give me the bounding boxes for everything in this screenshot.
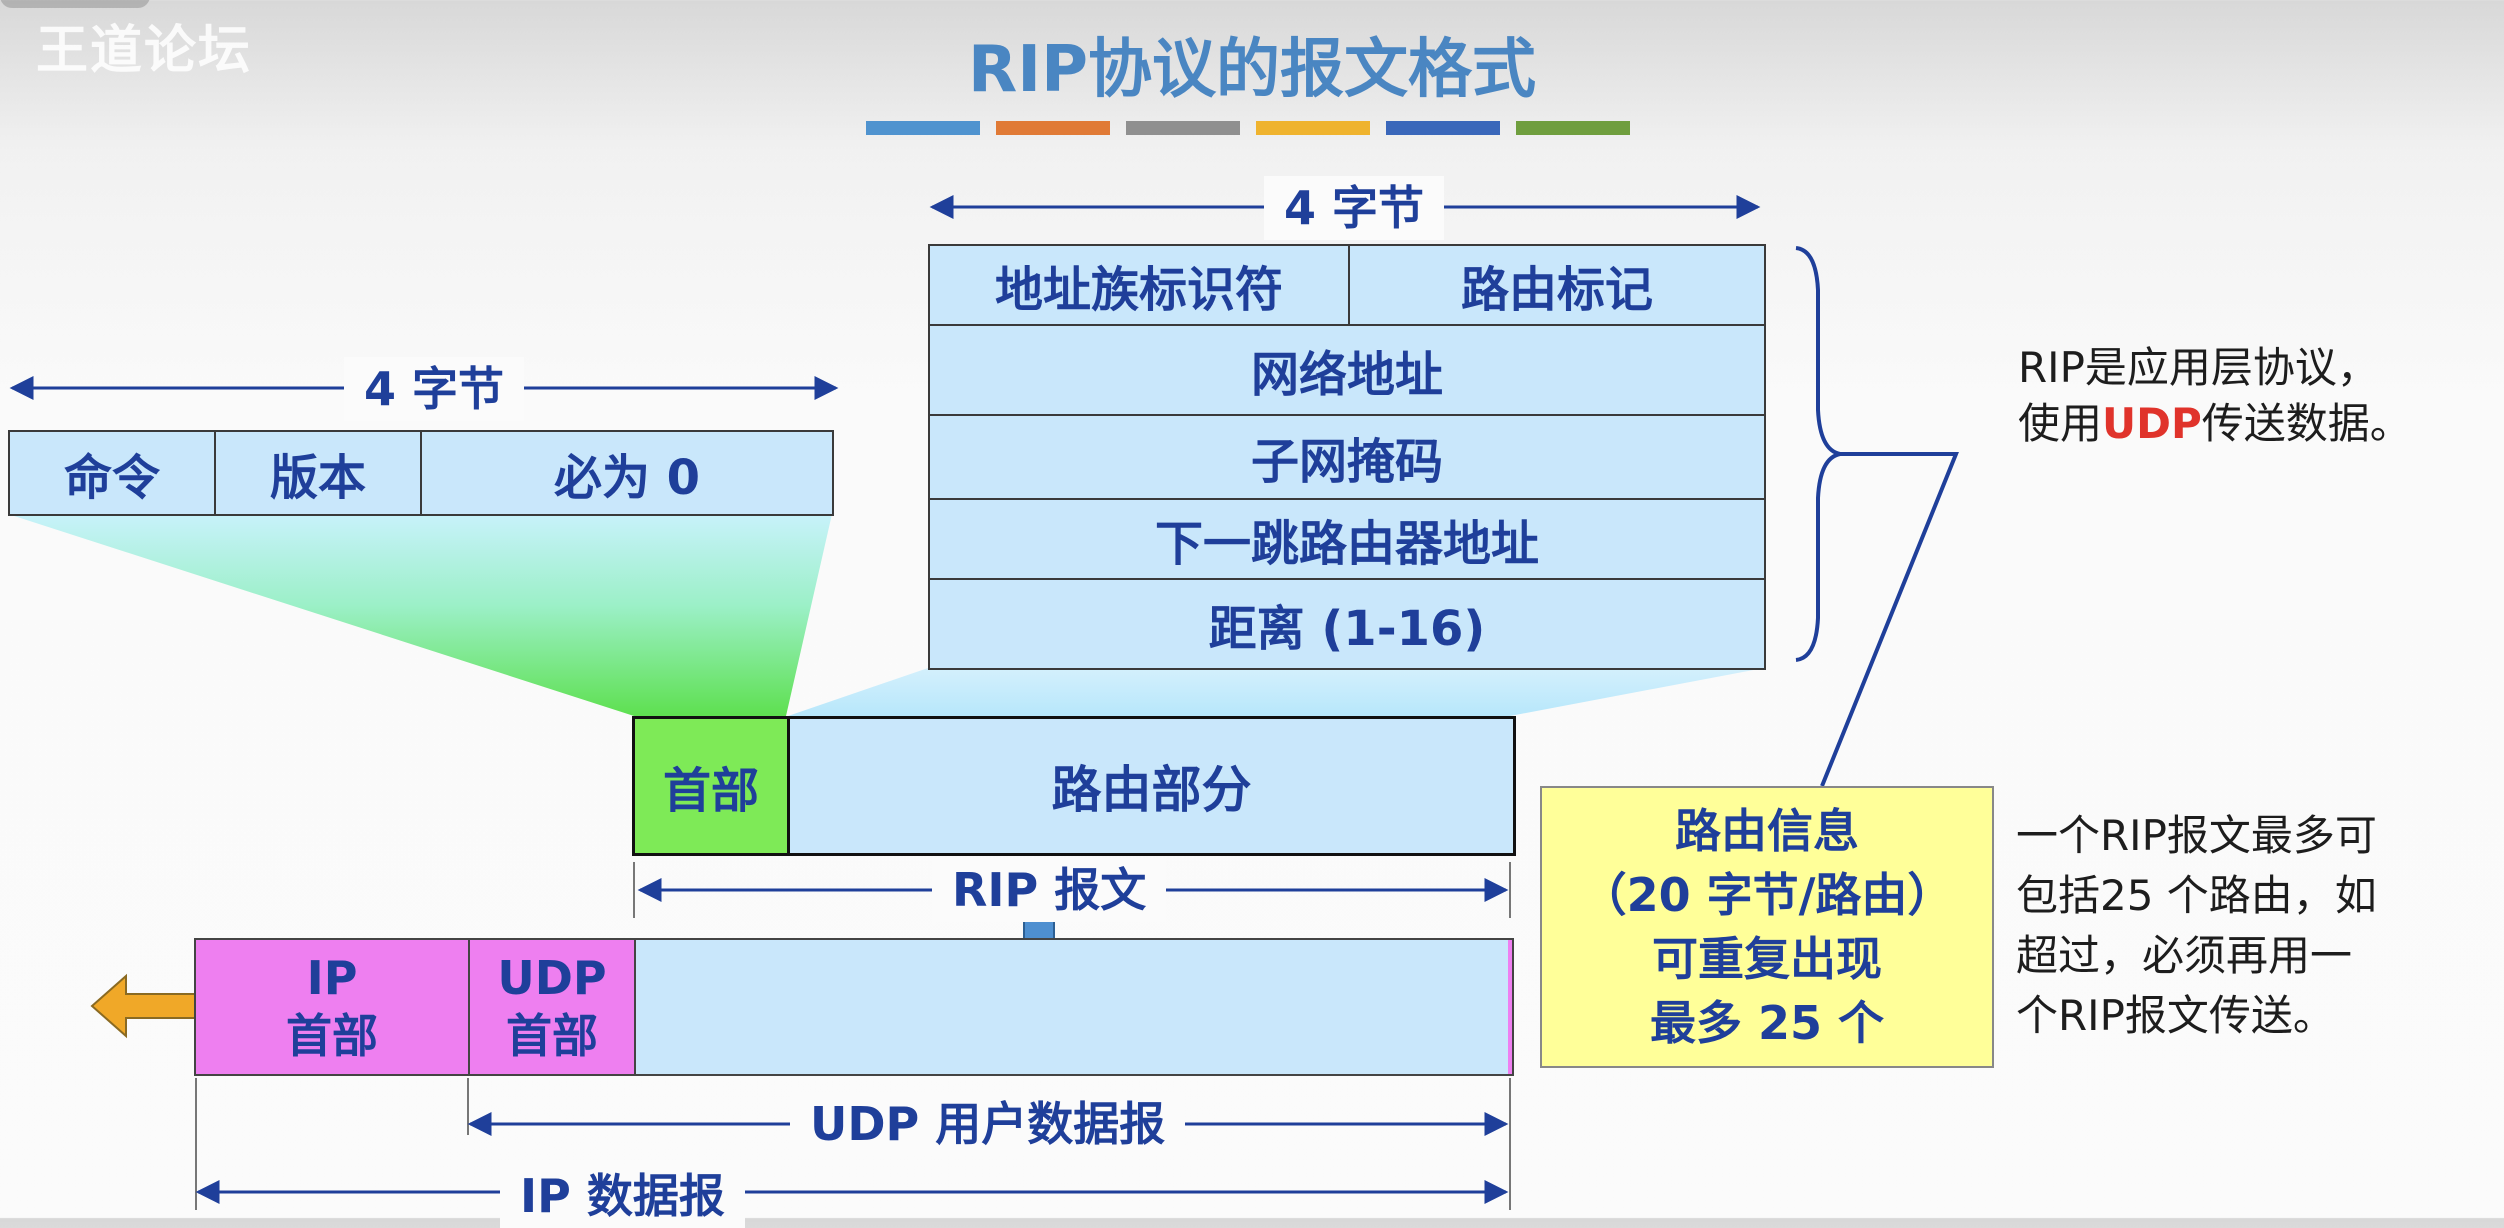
rip-header-fields: 命令 版本 必为 0 [8,430,834,516]
title-stripe-1 [866,121,980,135]
field-must-be-zero: 必为 0 [420,430,834,516]
header-width-label: 4 字节 [344,357,525,421]
udp-datagram-label: UDP 用户数据报 [790,1092,1186,1156]
watermark-pill [0,0,150,8]
field-command: 命令 [8,430,216,516]
ip-datagram-label: IP 数据报 [500,1164,745,1228]
field-address-family: 地址族标识符 [928,244,1350,326]
note-max-line1: 一个RIP报文最多可 [2016,811,2377,860]
udp-header-line1: UDP [497,951,607,1005]
field-route-tag: 路由标记 [1348,244,1766,326]
title-stripe-4 [1256,121,1370,135]
note-line2-suffix: 传送数据。 [2201,399,2412,448]
note-application-layer: RIP是应用层协议， 使用UDP传送数据。 [2018,340,2412,452]
route-info-line2: （20 字节/路由） [1580,868,1954,922]
title-stripe-2 [996,121,1110,135]
udp-payload-cell [636,940,1512,1074]
rip-header-cell: 首部 [635,719,790,853]
route-info-line1: 路由信息 [1675,804,1859,858]
rip-message-label: RIP 报文 [932,858,1167,922]
field-distance: 距离 (1-16) [928,578,1766,670]
ip-header-cell: IP 首部 [196,940,470,1074]
route-info-box: 路由信息 （20 字节/路由） 可重复出现 最多 25 个 [1540,786,1994,1068]
note-max-line2: 包括25 个路由，如 [2016,871,2377,920]
note-line2-prefix: 使用 [2018,399,2103,448]
note-line1: RIP是应用层协议， [2018,343,2379,392]
note-max-routes: 一个RIP报文最多可 包括25 个路由，如 超过，必须再用一 个RIP报文传送。 [2016,806,2377,1046]
field-subnet-mask: 子网掩码 [928,414,1766,500]
note-max-line3: 超过，必须再用一 [2016,931,2353,980]
header-funnel [8,514,832,716]
title-stripe-6 [1516,121,1630,135]
routing-funnel [788,668,1764,716]
route-entry-fields: 地址族标识符 路由标记 网络地址 子网掩码 下一跳路由器地址 距离 (1-16) [928,244,1766,670]
note-line2: 使用UDP传送数据。 [2018,396,2412,452]
watermark: 王道论坛 [36,21,253,81]
field-network-address: 网络地址 [928,324,1766,416]
route-brace [1795,246,1841,662]
route-info-line3: 可重复出现 [1652,932,1882,986]
field-next-hop: 下一跳路由器地址 [928,498,1766,580]
note-max-line4: 个RIP报文传送。 [2016,991,2335,1040]
page-title: RIP协议的报文格式 [968,33,1536,107]
note-udp-highlight: UDP [2102,399,2202,448]
ip-header-line1: IP [306,951,358,1005]
udp-header-line2: 首部 [506,1009,598,1063]
title-stripe-3 [1126,121,1240,135]
route-info-line4: 最多 25 个 [1649,996,1885,1050]
brace-connector [1820,452,1959,787]
ip-datagram-row: IP 首部 UDP 首部 [194,938,1514,1076]
field-version: 版本 [214,430,422,516]
left-arrow-icon [90,973,197,1039]
rip-message: 首部 路由部分 [632,716,1516,856]
title-stripe-5 [1386,121,1500,135]
ip-header-line2: 首部 [286,1009,378,1063]
route-width-label: 4 字节 [1264,176,1445,240]
udp-header-cell: UDP 首部 [470,940,636,1074]
rip-routing-cell: 路由部分 [1051,761,1252,819]
